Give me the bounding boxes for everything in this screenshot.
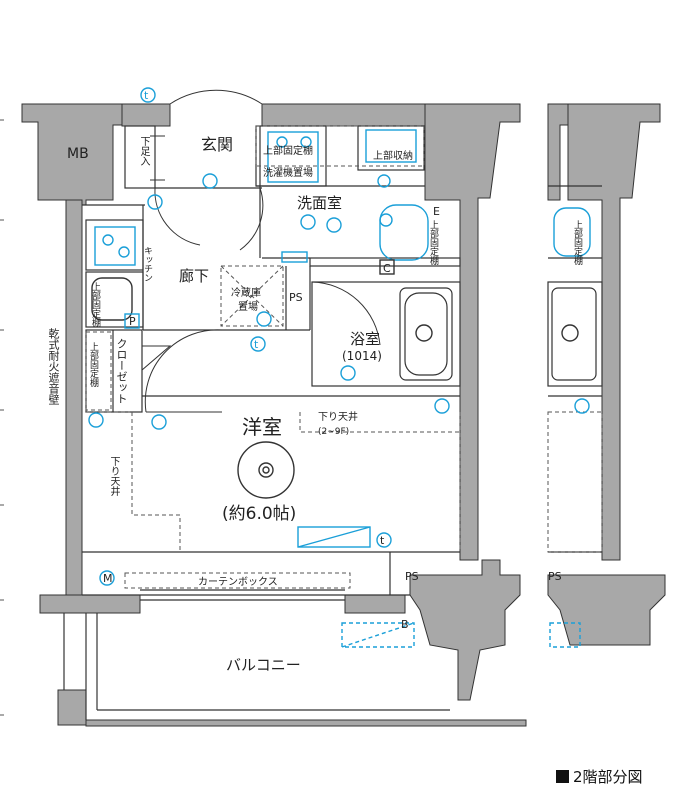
sym-b: B: [401, 618, 409, 631]
label-fridge-2: 置場: [238, 300, 258, 313]
label-lowered-ceiling-2: 下り天井: [108, 456, 119, 496]
equipment-letters: t t C M P B E t: [103, 89, 440, 631]
sym-e: E: [433, 205, 440, 218]
label-ps-3: PS: [548, 570, 562, 583]
label-closet: クローゼット: [115, 338, 128, 404]
label-corridor: 廊下: [179, 267, 209, 285]
label-fire-wall: 乾式耐火遮音壁: [47, 328, 60, 405]
label-bath-size: (1014): [342, 349, 382, 363]
label-ps-2: PS: [405, 570, 419, 583]
label-upper-shelf-4: 上部固定棚: [428, 220, 438, 265]
structural-walls: [21, 103, 666, 727]
label-ps: PS: [289, 291, 303, 304]
sym-c: C: [383, 262, 391, 275]
sym-t-top: t: [144, 89, 149, 102]
sym-m: M: [103, 572, 113, 585]
plan-legend: 2階部分図: [556, 766, 643, 787]
label-entrance: 玄関: [201, 135, 233, 154]
label-washroom: 洗面室: [297, 194, 342, 212]
label-balcony: バルコニー: [226, 656, 301, 674]
label-laundry: 洗濯機置場: [263, 166, 313, 179]
label-curtain-box: カーテンボックス: [198, 576, 278, 588]
label-lowered-ceiling-1: 下り天井: [318, 410, 358, 423]
edge-ticks: [0, 119, 4, 716]
label-mb: MB: [67, 146, 89, 162]
label-room-size: (約6.0帖): [222, 504, 296, 524]
sym-t-mid: t: [254, 338, 259, 351]
legend-text: 2階部分図: [573, 768, 643, 786]
label-upper-shelf-1: 上部固定棚: [263, 144, 313, 157]
equipment-symbols: [88, 87, 591, 648]
label-lowered-ceiling-range: (2~9F): [318, 427, 349, 437]
label-shoe-storage: 下足入: [138, 136, 149, 166]
legend-square-icon: [556, 770, 569, 783]
label-kitchen: キッチン: [142, 246, 152, 282]
label-upper-shelf-2: 上部固定棚: [90, 282, 100, 327]
sym-t-ac: t: [380, 534, 385, 547]
label-bathroom: 浴室: [350, 330, 380, 348]
door-swings: [141, 89, 381, 413]
label-upper-shelf-3: 上部固定棚: [88, 342, 98, 387]
label-fridge-1: 冷蔵庫: [231, 286, 261, 299]
interior-walls: [63, 125, 603, 720]
label-western-room: 洋室: [242, 415, 282, 439]
label-upper-shelf-5: 上部固定棚: [572, 220, 582, 265]
label-upper-storage: 上部収納: [373, 149, 413, 162]
dashed-lines: [85, 125, 603, 589]
room-labels: MB 玄関 上部固定棚 洗濯機置場 上部収納 洗面室 廊下 冷蔵庫 置場 PS …: [67, 135, 562, 674]
sym-p: P: [129, 315, 136, 328]
